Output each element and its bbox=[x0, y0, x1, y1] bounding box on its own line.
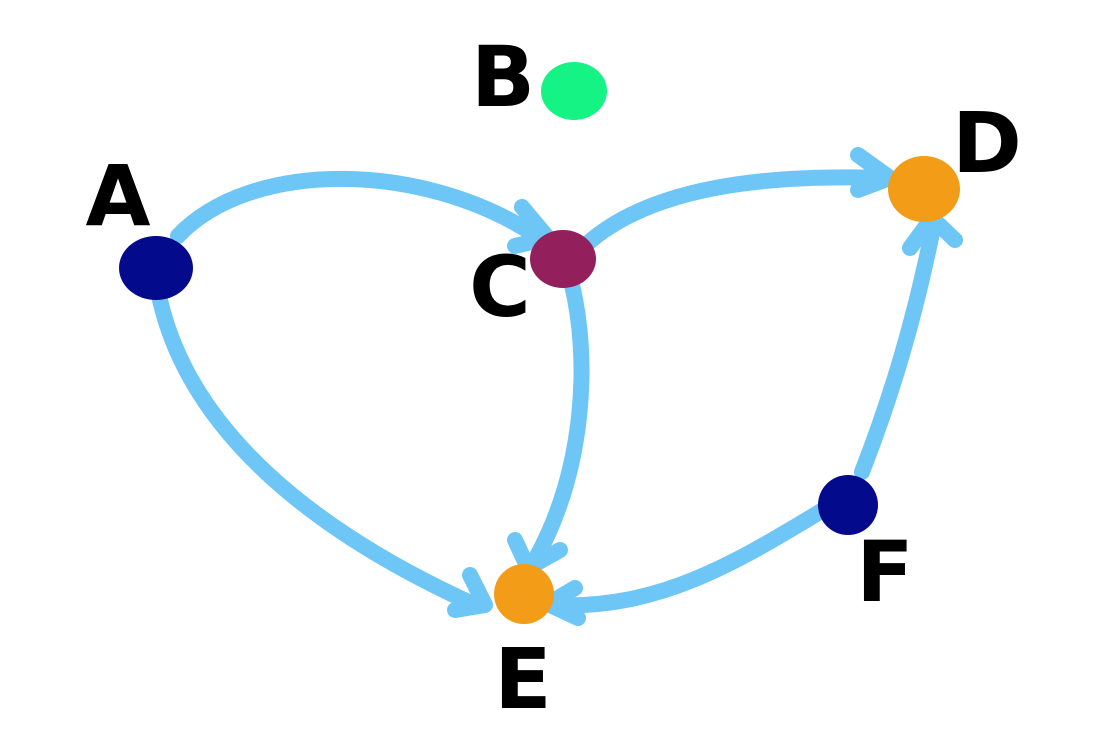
edge-a-to-c bbox=[170, 170, 543, 244]
nodes bbox=[119, 62, 960, 624]
node-a bbox=[119, 236, 193, 300]
node-f bbox=[818, 475, 878, 535]
node-label-e: E bbox=[494, 630, 551, 728]
edge-a-to-e bbox=[152, 292, 483, 613]
node-c bbox=[530, 230, 596, 288]
node-label-b: B bbox=[471, 28, 535, 126]
arrowhead-at-e-from-a bbox=[447, 567, 493, 618]
edge-c-to-d bbox=[580, 169, 893, 251]
edge-f-to-e bbox=[547, 502, 831, 614]
node-label-d: D bbox=[952, 94, 1022, 192]
node-d bbox=[888, 156, 960, 222]
edge-f-to-d bbox=[854, 210, 943, 480]
node-e bbox=[494, 564, 554, 624]
edge-c-to-e bbox=[527, 277, 590, 568]
edges bbox=[152, 169, 943, 614]
node-label-c: C bbox=[469, 238, 531, 336]
node-label-a: A bbox=[85, 147, 150, 245]
arrowhead-at-d-from-c bbox=[850, 147, 898, 198]
node-label-f: F bbox=[856, 523, 913, 621]
labels: A B C D E F bbox=[85, 28, 1021, 728]
node-b bbox=[541, 62, 607, 120]
